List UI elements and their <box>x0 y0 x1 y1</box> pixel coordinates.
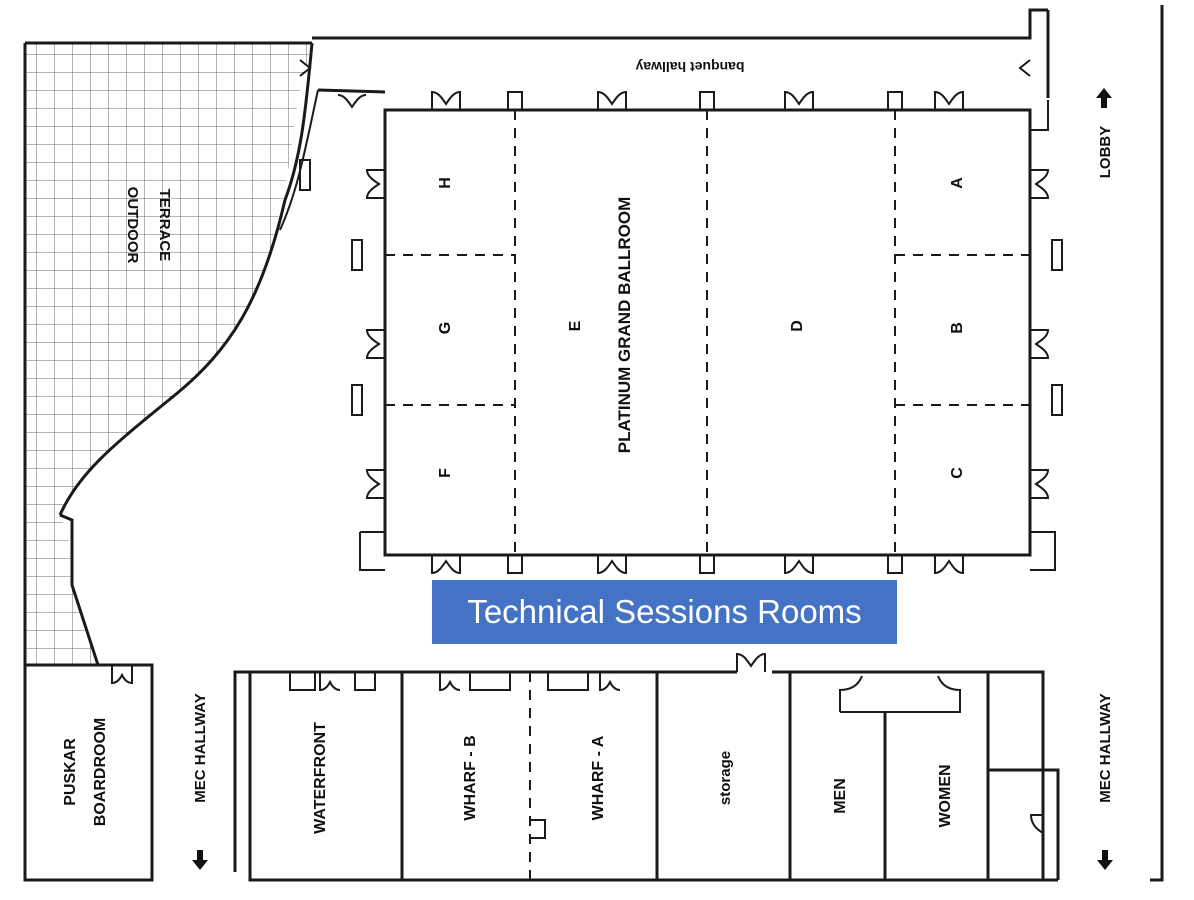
mec-hallway-right-label: MEC HALLWAY <box>1097 693 1114 802</box>
waterfront-label: WATERFRONT <box>312 722 329 834</box>
banquet-hallway: banquet hallway <box>299 8 1050 98</box>
wharf-b-label: WHARF - B <box>462 735 479 820</box>
banner-text: Technical Sessions Rooms <box>467 593 862 630</box>
lobby-area: LOBBY <box>1096 5 1164 882</box>
section-h-label: H <box>437 177 454 189</box>
wharf-a-label: WHARF - A <box>590 735 607 820</box>
section-b-label: B <box>949 322 966 334</box>
puskar-label-2: BOARDROOM <box>92 718 109 826</box>
section-g-label: G <box>437 322 454 334</box>
section-d-label: D <box>789 320 806 332</box>
outdoor-terrace: OUTDOOR TERRACE <box>23 41 319 666</box>
section-a-label: A <box>949 177 966 189</box>
women-label: WOMEN <box>937 764 954 827</box>
mec-hallway-left-label: MEC HALLWAY <box>192 693 209 802</box>
banquet-hallway-label: banquet hallway <box>635 59 744 75</box>
puskar-label-1: PUSKAR <box>62 738 79 806</box>
arrow-up-icon <box>1096 88 1112 108</box>
terrace-label-1: OUTDOOR <box>124 187 141 264</box>
terrace-label-2: TERRACE <box>156 189 173 262</box>
men-label: MEN <box>832 778 849 814</box>
puskar-boardroom: PUSKAR BOARDROOM <box>23 663 154 882</box>
arrow-down-icon <box>1097 850 1113 870</box>
storage-label: storage <box>717 751 734 805</box>
mec-hallway-left: MEC HALLWAY <box>192 693 209 870</box>
section-c-label: C <box>949 467 966 479</box>
lobby-label: LOBBY <box>1097 126 1114 179</box>
ballroom: PLATINUM GRAND BALLROOM A B C D E F G H <box>337 90 1063 575</box>
lower-wing: WATERFRONT WHARF - B WHARF - A storage M… <box>233 652 1060 882</box>
arrow-down-icon <box>192 850 208 870</box>
ballroom-name: PLATINUM GRAND BALLROOM <box>615 197 634 454</box>
section-e-label: E <box>567 320 584 331</box>
section-f-label: F <box>437 468 454 478</box>
technical-sessions-banner: Technical Sessions Rooms <box>432 580 897 644</box>
mec-hallway-right: MEC HALLWAY <box>1097 693 1114 870</box>
